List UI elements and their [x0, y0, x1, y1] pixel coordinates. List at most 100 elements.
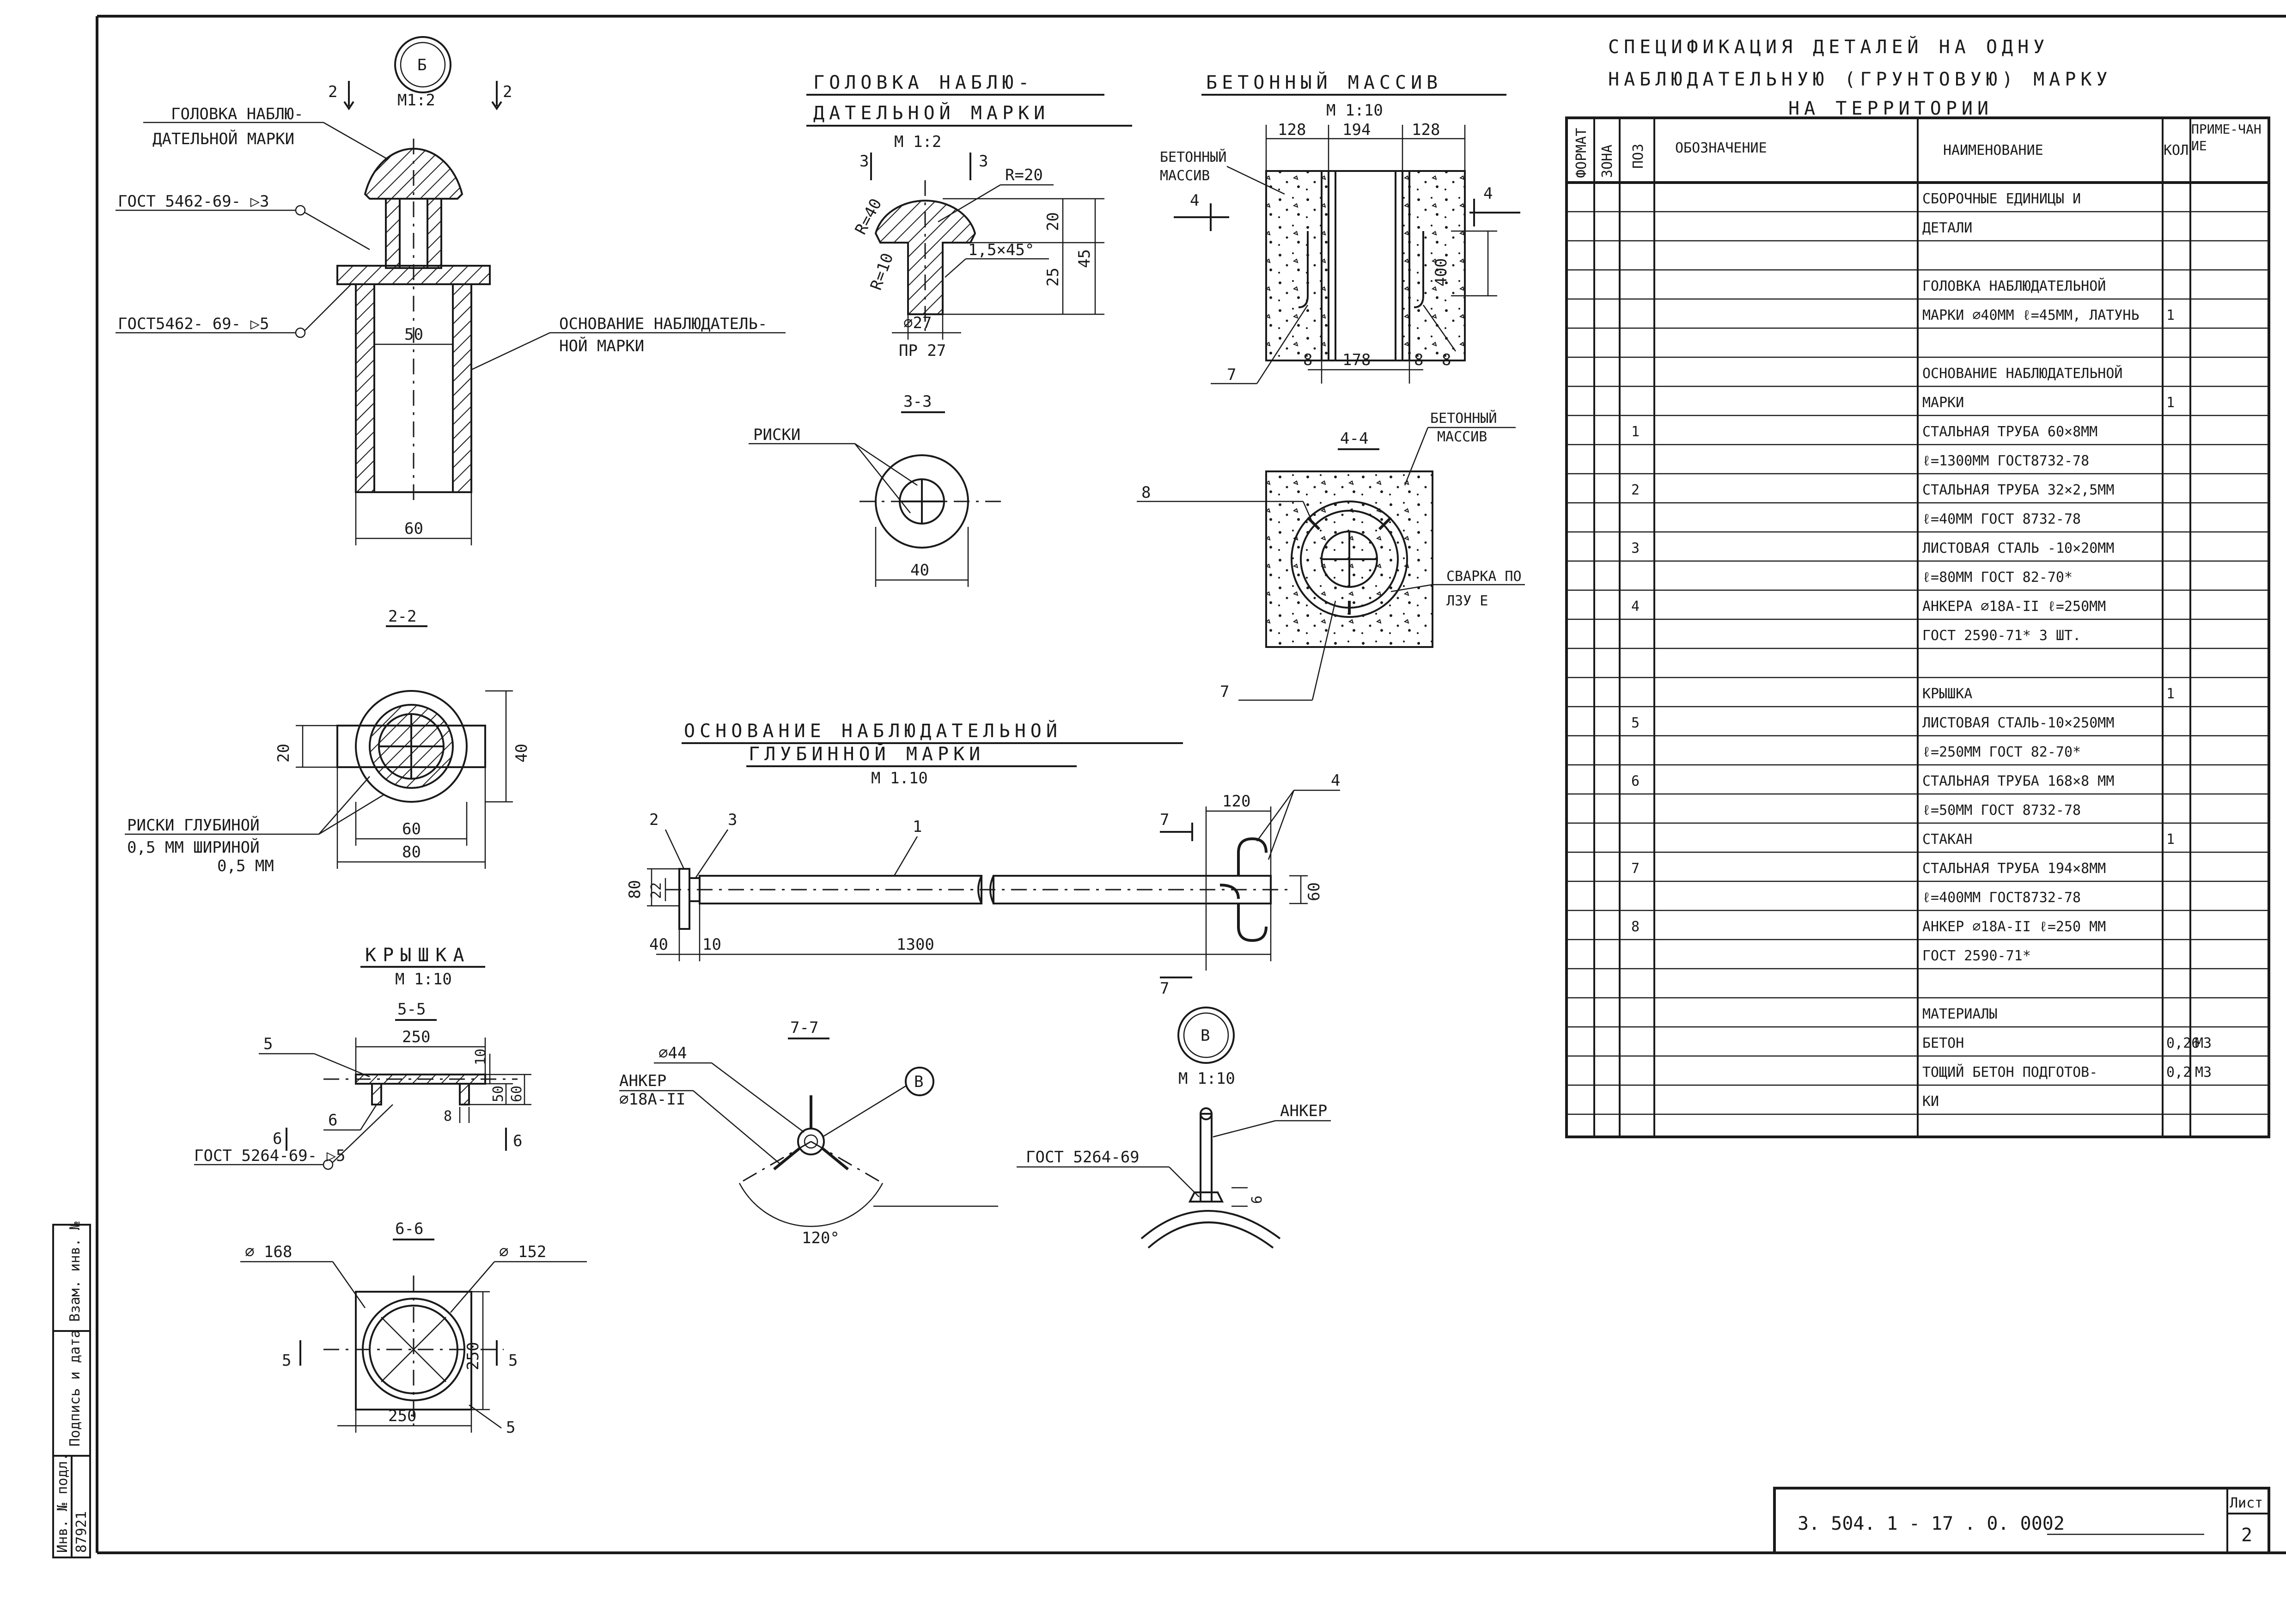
deep-dim-60: 60 — [1305, 882, 1323, 901]
spec-row-pos: 8 — [1631, 919, 1640, 935]
sidebar-replace-label: Взам. инв. № — [67, 1221, 83, 1322]
deep-pos-1: 1 — [913, 818, 922, 836]
deep-dim-10: 10 — [702, 935, 721, 954]
head-title-2: ДАТЕЛЬНОЙ МАРКИ — [813, 102, 1049, 124]
spec-row-name: СТАЛЬНАЯ ТРУБА 32×2,5ММ — [1922, 482, 2114, 498]
spec-hdr-zone: ЗОНА — [1599, 145, 1615, 178]
stamp-sheet-no: 2 — [2241, 1525, 2252, 1546]
spec-rows: СБОРОЧНЫЕ ЕДИНИЦЫ И ДЕТАЛИ ГОЛОВКА НАБЛЮДА… — [1567, 191, 2269, 1115]
concrete-dim-400: 400 — [1432, 258, 1451, 287]
head-pr27: ПР 27 — [899, 342, 946, 360]
sidebar-inv-number: 87921 — [73, 1511, 90, 1553]
concrete-dim-8b: 8 — [1414, 351, 1423, 369]
concrete-dim-178: 178 — [1342, 351, 1371, 369]
spec-row-name: ЛИСТОВАЯ СТАЛЬ-10×250ММ — [1922, 715, 2114, 731]
concrete-title: БЕТОННЫЙ МАССИВ — [1206, 71, 1442, 93]
spec-row-name: ℓ=80ММ ГОСТ 82-70* — [1922, 569, 2073, 586]
spec-row-name: СБОРОЧНЫЕ ЕДИНИЦЫ И — [1922, 191, 2081, 207]
nodeV-dim-6: 6 — [1249, 1196, 1265, 1204]
spec-row-name: БЕТОН — [1922, 1035, 1964, 1051]
head-sec3-right: 3 — [979, 152, 988, 171]
spec-row-name: СТАЛЬНАЯ ТРУБА 194×8ММ — [1922, 861, 2106, 877]
head-r20: R=20 — [1005, 166, 1043, 184]
deep-dim-1300: 1300 — [896, 935, 934, 954]
spec-hdr-name: НАИМЕНОВАНИЕ — [1943, 142, 2043, 159]
section-2-2-title: 2-2 — [388, 607, 416, 626]
sec55-dim-10: 10 — [473, 1049, 489, 1065]
spec-row-qty: 1 — [2166, 395, 2175, 411]
sec66-pos-5: 5 — [506, 1418, 515, 1437]
concrete-pos-8: 8 — [1442, 351, 1451, 369]
sec44-beton-1: БЕТОННЫЙ — [1430, 410, 1497, 427]
sec44-beton-2: МАССИВ — [1437, 429, 1487, 445]
concrete-leader-1: БЕТОННЫЙ — [1160, 149, 1227, 165]
node-b-label: Б — [417, 56, 427, 74]
spec-row-name: ГОЛОВКА НАБЛЮДАТЕЛЬНОЙ — [1922, 278, 2106, 294]
elev-base-leader-1: ОСНОВАНИЕ НАБЛЮДАТЕЛЬ- — [559, 315, 767, 333]
section-4-4-title: 4-4 — [1340, 429, 1368, 448]
concrete-massif-view: БЕТОННЫЙ МАССИВ М 1:10 128 194 128 БЕТОН… — [1160, 71, 1520, 385]
sec77-d44: ⌀44 — [658, 1044, 687, 1062]
section-7-7-title: 7-7 — [790, 1019, 818, 1037]
spec-row-qty: 1 — [2166, 686, 2175, 702]
deep-title-2: ГЛУБИННОЙ МАРКИ — [749, 743, 985, 765]
head-dim-25: 25 — [1044, 268, 1062, 287]
head-d27: ⌀27 — [903, 314, 932, 332]
spec-row-name: ЛИСТОВАЯ СТАЛЬ -10×20ММ — [1922, 540, 2114, 556]
spec-row-pos: 5 — [1631, 715, 1640, 731]
node-v-view: В М 1:10 АНКЕР ГОСТ 5264-69 6 — [1017, 1007, 1331, 1249]
deep-dim-22: 22 — [648, 882, 664, 899]
sec22-note-1: РИСКИ ГЛУБИНОЙ — [127, 816, 260, 835]
spec-title-1: СПЕЦИФИКАЦИЯ ДЕТАЛЕЙ НА ОДНУ — [1608, 36, 2049, 58]
spec-row-pos: 6 — [1631, 773, 1640, 789]
sec55-dim-50: 50 — [490, 1086, 506, 1102]
sec44-note-1: СВАРКА ПО — [1446, 568, 1522, 585]
head-scale: М 1:2 — [894, 133, 941, 151]
spec-row-qty: 1 — [2166, 831, 2175, 848]
spec-row-name: МАТЕРИАЛЫ — [1922, 1006, 1998, 1022]
sidebar-sign-label: Подпись и дата — [67, 1330, 83, 1447]
stamp-code: 3. 504. 1 - 17 . 0. 0002 — [1798, 1513, 2065, 1534]
spec-row-name: СТАЛЬНАЯ ТРУБА 60×8ММ — [1922, 424, 2097, 440]
spec-row-pos: 7 — [1631, 861, 1640, 877]
sec22-dim-80: 80 — [402, 843, 421, 861]
spec-row-pos: 3 — [1631, 540, 1640, 556]
sec66-d152: ⌀ 152 — [499, 1243, 546, 1261]
node-b-scale: М1:2 — [397, 91, 435, 110]
specification-block: СПЕЦИФИКАЦИЯ ДЕТАЛЕЙ НА ОДНУ НАБЛЮДАТЕЛЬ… — [1565, 36, 2270, 1138]
elev-gost-weld-5: ГОСТ5462- 69- ▷5 — [118, 315, 269, 333]
sec55-dim-8: 8 — [444, 1108, 452, 1124]
deep-sec7-top: 7 — [1160, 811, 1169, 829]
concrete-leader-2: МАССИВ — [1160, 168, 1210, 184]
spec-row-name: ДЕТАЛИ — [1922, 220, 1972, 236]
sec77-anchor-2: ⌀18А-II — [619, 1090, 685, 1109]
sec66-sec5-right: 5 — [508, 1351, 518, 1370]
spec-row-name: ℓ=250ММ ГОСТ 82-70* — [1922, 744, 2081, 760]
section-4-4: 4-4 БЕТОННЫЙ МАССИВ 8 7 СВАРКА ПО ЛЗУ Е — [1137, 410, 1525, 701]
spec-row-name: МАРКИ ⌀40ММ ℓ=45ММ, ЛАТУНЬ — [1922, 307, 2140, 324]
elev-dim-50: 50 — [404, 325, 423, 344]
sec55-sec6-right: 6 — [513, 1132, 522, 1150]
deep-sec7-bottom: 7 — [1160, 979, 1169, 998]
spec-row-name: СТАКАН — [1922, 831, 1972, 848]
spec-row-pos: 4 — [1631, 598, 1640, 615]
sec66-dim-250-h: 250 — [388, 1407, 416, 1425]
sec66-dim-250-v: 250 — [464, 1342, 482, 1370]
spec-hdr-note: ПРИМЕ-ЧАНИЕ — [2191, 122, 2262, 153]
stamp-sheet-label: Лист — [2230, 1495, 2263, 1511]
concrete-pos-7: 7 — [1227, 366, 1236, 384]
spec-row-pos: 2 — [1631, 482, 1640, 498]
head-detail-view: ГОЛОВКА НАБЛЮ- ДАТЕЛЬНОЙ МАРКИ М 1:2 3 3… — [806, 72, 1132, 360]
section-3-3: 3-3 РИСКИ 40 — [749, 392, 1007, 587]
sec22-note-2: 0,5 ММ ШИРИНОЙ — [127, 838, 260, 857]
spec-row-name: СТАЛЬНАЯ ТРУБА 168×8 ММ — [1922, 773, 2114, 789]
spec-hdr-format: ФОРМАТ — [1573, 128, 1590, 178]
spec-row-name: ℓ=50ММ ГОСТ 8732-78 — [1922, 802, 2081, 818]
section-5-5-title: 5-5 — [397, 1000, 426, 1019]
spec-row-name: ℓ=1300ММ ГОСТ8732-78 — [1922, 453, 2089, 469]
spec-hdr-designation: ОБОЗНАЧЕНИЕ — [1675, 140, 1767, 156]
sec55-dim-60: 60 — [509, 1086, 525, 1102]
spec-hdr-qty: КОЛ — [2164, 142, 2188, 159]
left-sidebar-stamp: Взам. инв. № Подпись и дата Инв. № подл.… — [52, 1221, 91, 1558]
